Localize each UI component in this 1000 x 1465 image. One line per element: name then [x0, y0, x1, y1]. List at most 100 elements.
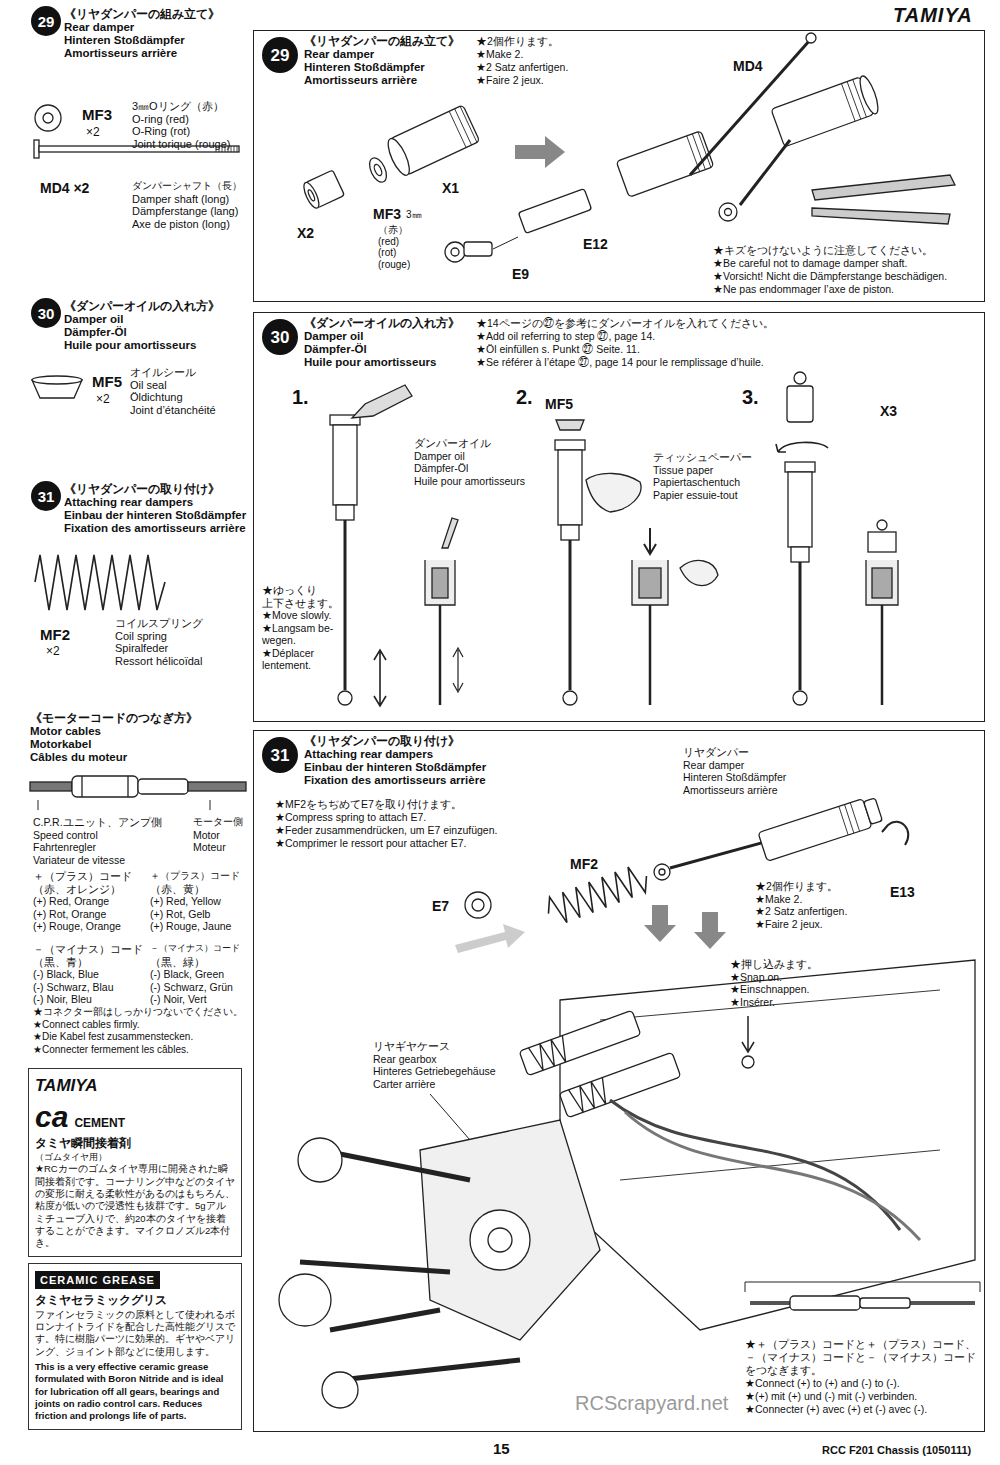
annotation-text: 《リヤダンパーの組み立て》	[64, 8, 220, 21]
annotation-text: (red)	[378, 236, 399, 248]
annotation-text: ★Make 2.	[755, 893, 802, 905]
annotation-text: ★Connecter fermement les câbles.	[33, 1044, 189, 1056]
step-number-text: 29	[38, 14, 55, 29]
annotation-text: X2	[297, 225, 314, 241]
annotation-text: Carter arrière	[373, 1078, 435, 1090]
step-text: CERAMIC GREASE	[35, 1271, 160, 1289]
step-text: Einbau der hinteren Stoßdämpfer	[304, 761, 486, 774]
annotation-text: をつなぎます。	[745, 1364, 822, 1376]
annotation-text: Dämpferstange (lang)	[132, 205, 238, 218]
annotation-text: (rouge)	[378, 259, 410, 271]
annotation-text: Coil spring	[115, 630, 167, 643]
step-number-text: 31	[38, 489, 55, 504]
annotation-text: －（マイナス）コード	[33, 943, 143, 955]
annotation-text: Papier essuie-tout	[653, 489, 738, 501]
annotation-text: Variateur de vitesse	[33, 854, 125, 866]
annotation-text: ★Move slowly.	[262, 609, 331, 621]
watermark: RCScrapyard.net	[575, 1392, 728, 1415]
annotation-text: Motor	[193, 829, 220, 841]
step-text: Damper oil	[304, 330, 363, 343]
step-text: ★Faire 2 jeux.	[476, 74, 544, 86]
annotation-text: ★Comprimer le ressort pour attacher E7.	[275, 837, 466, 849]
annotation-text: （赤、オレンジ）	[33, 883, 121, 895]
step-text: ★2 Satz anfertigen.	[476, 61, 568, 73]
step-text: （ゴムタイヤ用）	[35, 1152, 235, 1164]
step-text: Huile pour amortisseurs	[304, 356, 436, 369]
annotation-text: コイルスプリング	[115, 617, 203, 630]
annotation-text: ★2個作ります。	[755, 880, 838, 892]
annotation-text: Fixation des amortisseurs arrière	[64, 522, 246, 535]
annotation-text: 上下させます。	[262, 597, 339, 609]
annotation-text: ★(+) mit (+) und (-) mit (-) verbinden.	[745, 1390, 917, 1402]
annotation-text: MF2	[40, 626, 70, 643]
annotation-text: Öldichtung	[130, 391, 183, 404]
step-number-text: 29	[271, 47, 290, 64]
annotation-text: (-) Black, Blue	[33, 968, 99, 980]
annotation-text: Rear damper	[683, 759, 744, 771]
step-number-text: 30	[271, 329, 290, 346]
annotation-text: 3㎜	[406, 209, 422, 221]
annotation-text: Huile pour amortisseurs	[64, 339, 196, 352]
annotation-text: ★2 Satz anfertigen.	[755, 905, 847, 917]
annotation-text: ★MF2をちぢめてE7を取り付けます。	[275, 798, 462, 810]
step-text: ファインセラミックの原料として使われるボロンナイトライドを配合した高性能グリスで…	[35, 1309, 235, 1358]
annotation-text: （赤）	[378, 224, 408, 236]
annotation-text: (+) Rouge, Orange	[33, 920, 121, 932]
annotation-text: Hinteres Getriebegehäuse	[373, 1065, 496, 1077]
annotation-text: E7	[432, 898, 449, 914]
annotation-text: （黒、青）	[33, 956, 88, 968]
annotation-text: ★押し込みます。	[730, 958, 818, 970]
annotation-text: ★Ne pas endommager l’axe de piston.	[713, 283, 894, 295]
step-number-text: 30	[38, 306, 55, 321]
step-text: Dämpfer-Öl	[304, 343, 367, 356]
annotation-text: Joint torique (rouge)	[132, 138, 230, 151]
annotation-text: MF5	[545, 396, 573, 412]
annotation-text: E9	[512, 266, 529, 282]
step-text: ★Make 2.	[476, 48, 523, 60]
annotation-text: X1	[442, 180, 459, 196]
annotation-text: 2.	[516, 386, 533, 409]
annotation-text: MD4	[733, 58, 763, 74]
annotation-text: モーター側	[193, 816, 243, 828]
annotation-text: Motorkabel	[30, 738, 91, 751]
annotation-text: MF3	[373, 206, 401, 222]
annotation-text: ★Be careful not to damage damper shaft.	[713, 257, 907, 269]
annotation-text: ★Die Kabel fest zusammenstecken.	[33, 1031, 193, 1043]
annotation-text: Huile pour amortisseurs	[414, 475, 525, 487]
annotation-text: Einbau der hinteren Stoßdämpfer	[64, 509, 246, 522]
step-panel: 《ダンパーオイルの入れ方》Damper oilDämpfer-ÖlHuile p…	[253, 312, 985, 722]
annotation-text: Amortisseurs arrière	[64, 47, 177, 60]
annotation-text: －（マイナス）コードと－（マイナス）コード	[745, 1351, 976, 1363]
annotation-text: X3	[880, 403, 897, 419]
step-number: 30	[31, 298, 61, 328]
annotation-text: MF5	[92, 373, 122, 390]
annotation-text: E12	[583, 236, 608, 252]
annotation-text: 15	[493, 1440, 510, 1457]
annotation-text: （赤、黄）	[150, 883, 205, 895]
annotation-text: ★Compress spring to attach E7.	[275, 811, 426, 823]
annotation-text: ★Connect cables firmly.	[33, 1019, 140, 1031]
annotation-text: ★キズをつけないように注意してください。	[713, 244, 933, 256]
annotation-text: －（マイナス）コード	[150, 943, 240, 954]
annotation-text: E13	[890, 884, 915, 900]
annotation-text: ★Connect (+) to (+) and (-) to (-).	[745, 1377, 900, 1389]
annotation-text: Damper shaft (long)	[132, 193, 229, 206]
annotation-text: Amortisseurs arrière	[683, 784, 778, 796]
annotation-text: MF3	[82, 106, 112, 123]
step-text: TAMIYA	[35, 1075, 235, 1097]
annotation-text: 《リヤダンパーの取り付け》	[64, 483, 220, 496]
step-text: Amortisseurs arrière	[304, 74, 417, 87]
annotation-text: ダンパーオイル	[414, 437, 491, 449]
annotation-text: リヤダンパー	[683, 746, 749, 758]
annotation-text: ×2	[86, 126, 100, 140]
annotation-text: ★Vorsicht! Nicht die Dämpferstange besch…	[713, 270, 947, 282]
annotation-text: (+) Red, Yellow	[150, 895, 221, 907]
annotation-text: (-) Schwarz, Grün	[150, 981, 233, 993]
step-text: ★Se référer à l’étape ㉗, page 14 pour le…	[476, 356, 764, 368]
annotation-text: ★Faire 2 jeux.	[755, 918, 823, 930]
step-number: 30	[262, 319, 298, 355]
annotation-text: （黒、緑）	[150, 956, 205, 968]
annotation-text: Rear gearbox	[373, 1053, 437, 1065]
annotation-text: ＋（プラス）コード	[150, 870, 240, 882]
product-info-box: CERAMIC GREASEタミヤセラミックグリスファインセラミックの原料として…	[28, 1263, 242, 1430]
